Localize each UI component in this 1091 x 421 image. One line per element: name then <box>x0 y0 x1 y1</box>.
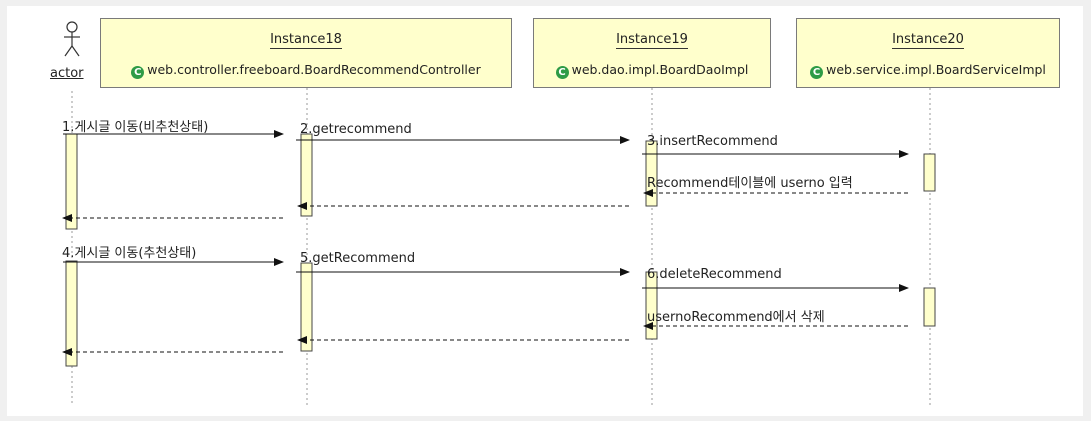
message-label-7: 6.deleteRecommend <box>647 267 782 282</box>
message-label-2: 2.getrecommend <box>300 122 412 137</box>
activation-instance20-2 <box>923 287 936 327</box>
class-icon: C <box>810 66 824 79</box>
activation-actor-1 <box>65 133 78 230</box>
instance19-class: web.dao.impl.BoardDaoImpl <box>571 62 749 77</box>
activation-actor-2 <box>65 260 78 367</box>
message-label-8: usernoRecommend에서 삭제 <box>647 310 825 325</box>
activation-instance18-1 <box>300 133 313 217</box>
class-icon: C <box>555 66 569 79</box>
instance20-class: web.service.impl.BoardServiceImpl <box>826 62 1046 77</box>
instance18-name: Instance18 <box>270 32 342 49</box>
instance19-name: Instance19 <box>616 32 688 49</box>
class-icon: C <box>131 66 145 79</box>
instance18-class: web.controller.freeboard.BoardRecommendC… <box>147 62 481 77</box>
actor-icon <box>64 21 80 57</box>
message-label-4: Recommend테이블에 userno 입력 <box>647 176 853 191</box>
diagram-lines <box>62 21 936 406</box>
activation-instance18-2 <box>300 262 313 352</box>
activation-instance20-1 <box>923 153 936 192</box>
message-label-1: 1.게시글 이동(비추천상태) <box>62 120 209 135</box>
activation-instance19-2 <box>645 271 658 340</box>
message-label-5: 4.게시글 이동(추천상태) <box>62 246 197 261</box>
instance20-name: Instance20 <box>892 32 964 49</box>
actor-label: actor <box>50 66 84 81</box>
message-label-6: 5.getRecommend <box>300 251 416 266</box>
activation-instance19-1 <box>645 140 658 207</box>
message-label-3: 3.insertRecommend <box>647 134 778 149</box>
